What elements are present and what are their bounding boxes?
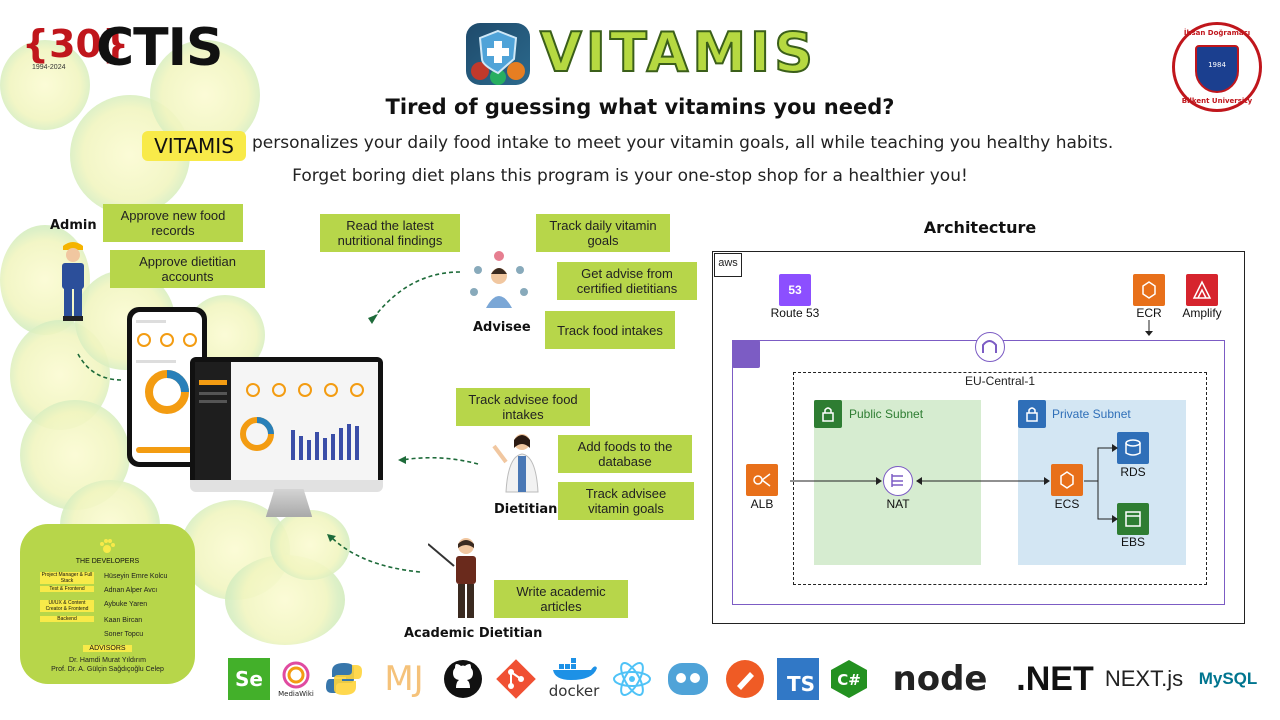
private-subnet-lock-icon (1018, 400, 1046, 428)
dashed-arrows (77, 271, 479, 573)
advisee-note-track-goals: Track daily vitamin goals (536, 214, 670, 252)
bilkent-seal-bottom-text: Bilkent University (1181, 97, 1253, 105)
admin-note-approve-food: Approve new food records (103, 204, 243, 242)
advisee-note-read-findings: Read the latest nutritional findings (320, 214, 460, 252)
developer-row: Soner Topcu (104, 631, 144, 638)
ecs-label: ECS (1054, 497, 1080, 511)
typescript-logo: TS (776, 655, 820, 703)
admin-worker-figure (55, 238, 91, 322)
ecr-icon (1133, 274, 1165, 306)
selenium-logo: Se (228, 655, 270, 703)
git-logo (494, 655, 538, 703)
route53-label: Route 53 (770, 306, 820, 320)
developers-title: THE DEVELOPERS (75, 558, 140, 565)
bilkent-seal-top-text: İhsan Doğramacı (1183, 29, 1251, 37)
admin-label: Admin (50, 218, 97, 233)
advisee-label: Advisee (473, 320, 531, 335)
headline: Tired of guessing what vitamins you need… (385, 95, 895, 119)
academic-dietitian-figure (427, 536, 488, 622)
ctis-logo: {30} 1994-2024 CTIS (22, 20, 237, 76)
nat-icon (883, 466, 913, 496)
tagline-line-2: Forget boring diet plans this program is… (292, 166, 968, 186)
rds-icon (1117, 432, 1149, 464)
vitamis-shield-icon (466, 23, 530, 85)
amplify-icon (1186, 274, 1218, 306)
paw-icon (99, 538, 115, 554)
alb-icon (746, 464, 778, 496)
monitor-chin (190, 480, 383, 492)
admin-note-approve-dietitian: Approve dietitian accounts (110, 250, 265, 288)
mysql-logo: MySQL (1198, 669, 1258, 688)
rds-label: RDS (1120, 465, 1146, 479)
dietitian-label: Dietitian (494, 502, 558, 517)
internet-gateway-icon (975, 332, 1005, 362)
python-logo (322, 655, 366, 703)
dietitian-figure (490, 430, 550, 494)
public-subnet-label: Public Subnet (849, 407, 924, 421)
docker-logo: docker (546, 655, 602, 703)
tagline-line-1: personalizes your daily food intake to m… (252, 133, 1114, 153)
region-boundary (793, 372, 1207, 585)
desktop-app-mockup (190, 357, 383, 490)
ecs-icon (1051, 464, 1083, 496)
academic-dietitian-label: Academic Dietitian (404, 626, 543, 641)
advisor-name: Dr. Hamdi Murat Yıldırım (69, 657, 146, 664)
cucumber-slice-decoration (0, 40, 90, 130)
react-logo (610, 655, 654, 703)
bitbucket-logo (664, 655, 712, 703)
cucumber-slice-decoration (270, 510, 350, 580)
postman-logo (722, 655, 768, 703)
ctis-wordmark: CTIS (96, 18, 223, 78)
advisee-note-get-advise: Get advise from certified dietitians (557, 262, 697, 300)
architecture-title: Architecture (923, 218, 1037, 237)
mj-logo: MJ (384, 659, 424, 699)
vpc-icon (732, 340, 760, 368)
advisors-title: ADVISORS (20, 645, 195, 652)
dietitian-note-track-intakes: Track advisee food intakes (456, 388, 590, 426)
ecr-label: ECR (1136, 306, 1162, 320)
amplify-label: Amplify (1182, 306, 1222, 320)
region-label: EU-Central-1 (964, 374, 1036, 388)
dietitian-note-track-goals: Track advisee vitamin goals (558, 482, 694, 520)
app-title: VITAMIS (539, 21, 818, 85)
bilkent-shield-icon: 1984 (1195, 45, 1239, 93)
aws-logo: aws (714, 253, 742, 277)
ctis-years: 1994-2024 (32, 64, 66, 71)
bilkent-seal-year: 1984 (1208, 61, 1226, 69)
advisee-figure (468, 248, 530, 318)
architecture-connectors (790, 320, 1153, 523)
csharp-text: C# (837, 671, 861, 689)
ebs-label: EBS (1120, 535, 1145, 549)
bilkent-university-seal: İhsan Doğramacı 1984 Bilkent University (1172, 22, 1262, 112)
alb-label: ALB (750, 497, 774, 511)
route53-icon: 53 (779, 274, 811, 306)
dietitian-note-add-foods: Add foods to the database (558, 435, 692, 473)
public-subnet-lock-icon (814, 400, 842, 428)
github-logo (440, 655, 486, 703)
private-subnet-label: Private Subnet (1052, 407, 1131, 421)
advisee-note-track-intakes: Track food intakes (545, 311, 675, 349)
monitor-stand (265, 489, 313, 517)
academic-note-write-articles: Write academic articles (494, 580, 628, 618)
mediawiki-logo: MediaWiki (276, 655, 316, 703)
vitamis-highlight-pill: VITAMIS (142, 131, 246, 161)
dotnet-logo: .NET (1016, 659, 1094, 698)
csharp-logo: C# (828, 655, 870, 703)
nodejs-logo: node (892, 659, 988, 699)
advisor-name: Prof. Dr. A. Gülçin Sağdıçoğlu Celep (51, 666, 164, 673)
nat-label: NAT (886, 497, 910, 511)
nextjs-logo: NEXT.js (1104, 666, 1184, 691)
ebs-icon (1117, 503, 1149, 535)
developers-card: THE DEVELOPERS Project Manager & Full St… (20, 524, 195, 684)
